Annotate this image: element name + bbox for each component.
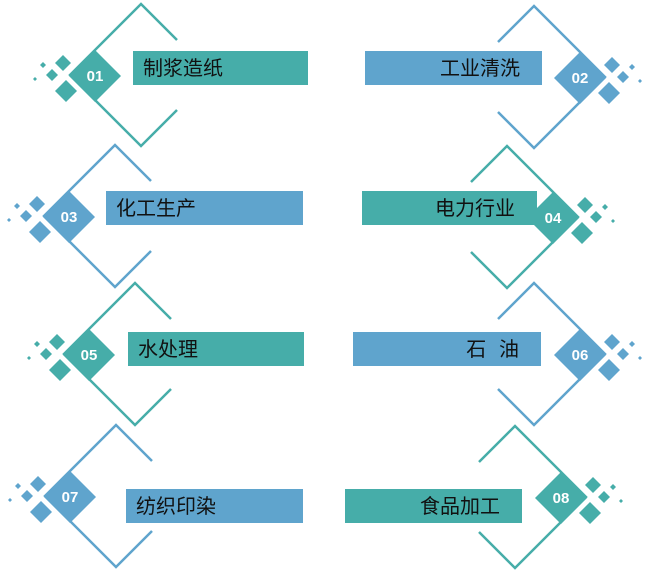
small-diamond (8, 498, 12, 502)
number-diamond (63, 329, 115, 381)
small-diamond (579, 502, 601, 524)
number-diamond (554, 52, 606, 104)
small-diamond (21, 490, 33, 502)
label-bar: 工业清洗 (365, 51, 542, 85)
number-badge: 03 (60, 209, 78, 226)
small-diamond (598, 491, 610, 503)
small-diamond (20, 210, 32, 222)
small-diamond (638, 79, 642, 83)
small-diamond (34, 341, 40, 347)
small-diamond (40, 348, 52, 360)
label-bar: 石 油 (353, 332, 541, 366)
small-diamond (33, 77, 37, 81)
small-diamond (629, 341, 635, 347)
small-diamond (27, 356, 31, 360)
number-diamond (43, 191, 95, 243)
label-bar: 食品加工 (345, 489, 522, 523)
number-diamond (554, 329, 606, 381)
small-diamond (55, 80, 77, 102)
small-diamond (585, 477, 601, 493)
number-diamond (527, 192, 579, 244)
number-badge: 05 (80, 347, 98, 364)
number-badge: 01 (86, 68, 104, 85)
number-badge: 08 (552, 490, 570, 507)
small-diamond (40, 62, 46, 68)
small-diamond (46, 69, 58, 81)
small-diamond (55, 55, 71, 71)
small-diamond (30, 501, 52, 523)
number-badge: 07 (61, 489, 79, 506)
small-diamond (7, 218, 11, 222)
label-bar: 化工生产 (106, 191, 303, 225)
label-bar: 纺织印染 (126, 489, 303, 523)
small-diamond (15, 483, 21, 489)
small-diamond (610, 484, 616, 490)
small-diamond (577, 197, 593, 213)
small-diamond (14, 203, 20, 209)
number-badge: 06 (571, 347, 589, 364)
small-diamond (29, 221, 51, 243)
number-badge: 04 (544, 210, 562, 227)
small-diamond (590, 211, 602, 223)
small-diamond (604, 57, 620, 73)
small-diamond (617, 71, 629, 83)
small-diamond (611, 219, 615, 223)
number-badge: 02 (571, 70, 589, 87)
small-diamond (598, 359, 620, 381)
small-diamond (619, 499, 623, 503)
small-diamond (629, 64, 635, 70)
small-diamond (571, 222, 593, 244)
small-diamond (49, 359, 71, 381)
number-diamond (44, 471, 96, 523)
small-diamond (598, 82, 620, 104)
small-diamond (602, 204, 608, 210)
number-diamond (69, 50, 121, 102)
small-diamond (49, 334, 65, 350)
label-bar: 制浆造纸 (133, 51, 308, 85)
label-bar: 水处理 (128, 332, 304, 366)
number-diamond (535, 472, 587, 524)
small-diamond (638, 356, 642, 360)
small-diamond (30, 476, 46, 492)
small-diamond (617, 348, 629, 360)
small-diamond (29, 196, 45, 212)
label-bar: 电力行业 (362, 191, 537, 225)
small-diamond (604, 334, 620, 350)
